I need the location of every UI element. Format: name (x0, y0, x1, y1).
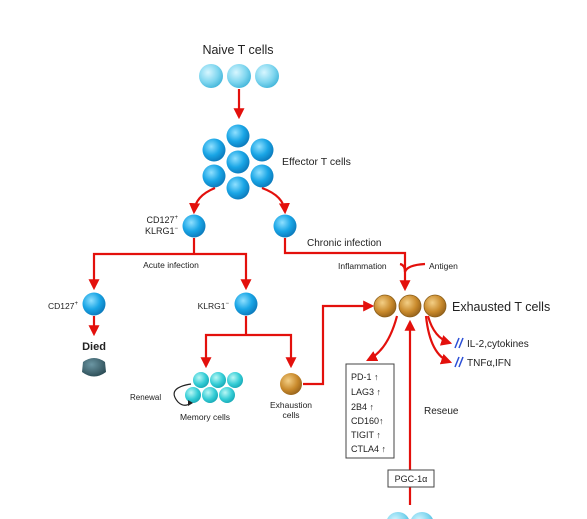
effector-cell (250, 164, 274, 188)
memory-cell (210, 372, 226, 388)
inhibit-mark-il2 (454, 337, 464, 349)
arrow-effector-to-chronic (261, 186, 290, 215)
arrow-to-tnf (424, 315, 453, 365)
inflammation-label: Inflammation (338, 261, 387, 271)
marker-2b4: 2B4 ↑ (351, 402, 374, 412)
renewal-arrowhead (188, 400, 193, 406)
effector-cell (202, 138, 226, 162)
chronic-label: Chronic infection (307, 238, 381, 249)
exhaustion-label-line2: cells (282, 410, 299, 420)
klrg1-mid-cell (234, 292, 258, 316)
memory-label: Memory cells (180, 412, 230, 422)
memory-cell (227, 372, 243, 388)
tnf-label: TNFα,IFN (467, 358, 511, 369)
exhausted-cell (423, 294, 447, 318)
renewal-arrow (173, 383, 192, 406)
arrow-to-il2 (426, 315, 453, 346)
pgc-box (387, 469, 435, 488)
arrow-effector-to-cd127 (189, 186, 216, 215)
bottom-cells (387, 512, 433, 519)
naive-cells (199, 64, 279, 88)
bottom-cell (411, 512, 433, 519)
died-label: Died (82, 341, 106, 353)
memory-cell (202, 387, 218, 403)
arrow-to-exhaustion (246, 333, 297, 369)
arrow-acute-right (194, 252, 252, 291)
chronic-branch-cell (273, 214, 297, 238)
died-cell (82, 358, 106, 377)
marker-lag3: LAG3 ↑ (351, 387, 381, 397)
rescue-label: Reseue (424, 406, 459, 417)
memory-cluster (185, 372, 243, 403)
exhausted-cell (398, 294, 422, 318)
antigen-label: Antigen (429, 261, 458, 271)
effector-cell (226, 150, 250, 174)
memory-precursor-cell (182, 214, 206, 238)
arrow-exhaustion-to-exhausted (303, 300, 375, 386)
acute-label: Acute infection (143, 260, 199, 270)
antigen-input (403, 262, 426, 273)
marker-ctla4: CTLA4 ↑ (351, 444, 386, 454)
arrow-to-markers (366, 315, 399, 361)
exhaustion-cell (280, 373, 302, 395)
effector-cell (226, 124, 250, 148)
inhibit-mark-tnf (454, 356, 464, 368)
naive-cell (227, 64, 251, 88)
cd127-top-label: CD127+ (146, 215, 178, 225)
effector-cell (202, 164, 226, 188)
il2-label: IL-2,cytokines (467, 339, 529, 350)
exhausted-label: Exhausted T cells (452, 300, 550, 314)
pgc-label: PGC-1α (395, 474, 428, 484)
marker-tigit: TIGIT ↑ (351, 430, 381, 440)
cd127-left-cell (82, 292, 106, 316)
arrow-to-memory (200, 333, 246, 369)
effector-cell (226, 176, 250, 200)
exhaustion-label-line1: Exhaustion (270, 400, 312, 410)
klrg1-mid-label: KLRG1− (198, 301, 230, 311)
effector-cell (250, 138, 274, 162)
cd127-left-label: CD127+ (48, 301, 78, 311)
marker-box (345, 363, 395, 459)
klrg1-top-label: KLRG1− (145, 226, 179, 236)
exhausted-cluster (373, 294, 447, 318)
naive-cell (255, 64, 279, 88)
effector-label: Effector T cells (282, 156, 351, 168)
renewal-label: Renewal (130, 393, 161, 402)
arrow-acute-left (88, 252, 194, 291)
naive-title: Naive T cells (202, 43, 273, 57)
bottom-cell (387, 512, 409, 519)
marker-cd160: CD160↑ (351, 416, 384, 426)
memory-cell (185, 387, 201, 403)
memory-cell (219, 387, 235, 403)
effector-cluster (202, 124, 274, 200)
memory-cell (193, 372, 209, 388)
exhausted-cell (373, 294, 397, 318)
naive-cell (199, 64, 223, 88)
marker-pd1: PD-1 ↑ (351, 372, 379, 382)
